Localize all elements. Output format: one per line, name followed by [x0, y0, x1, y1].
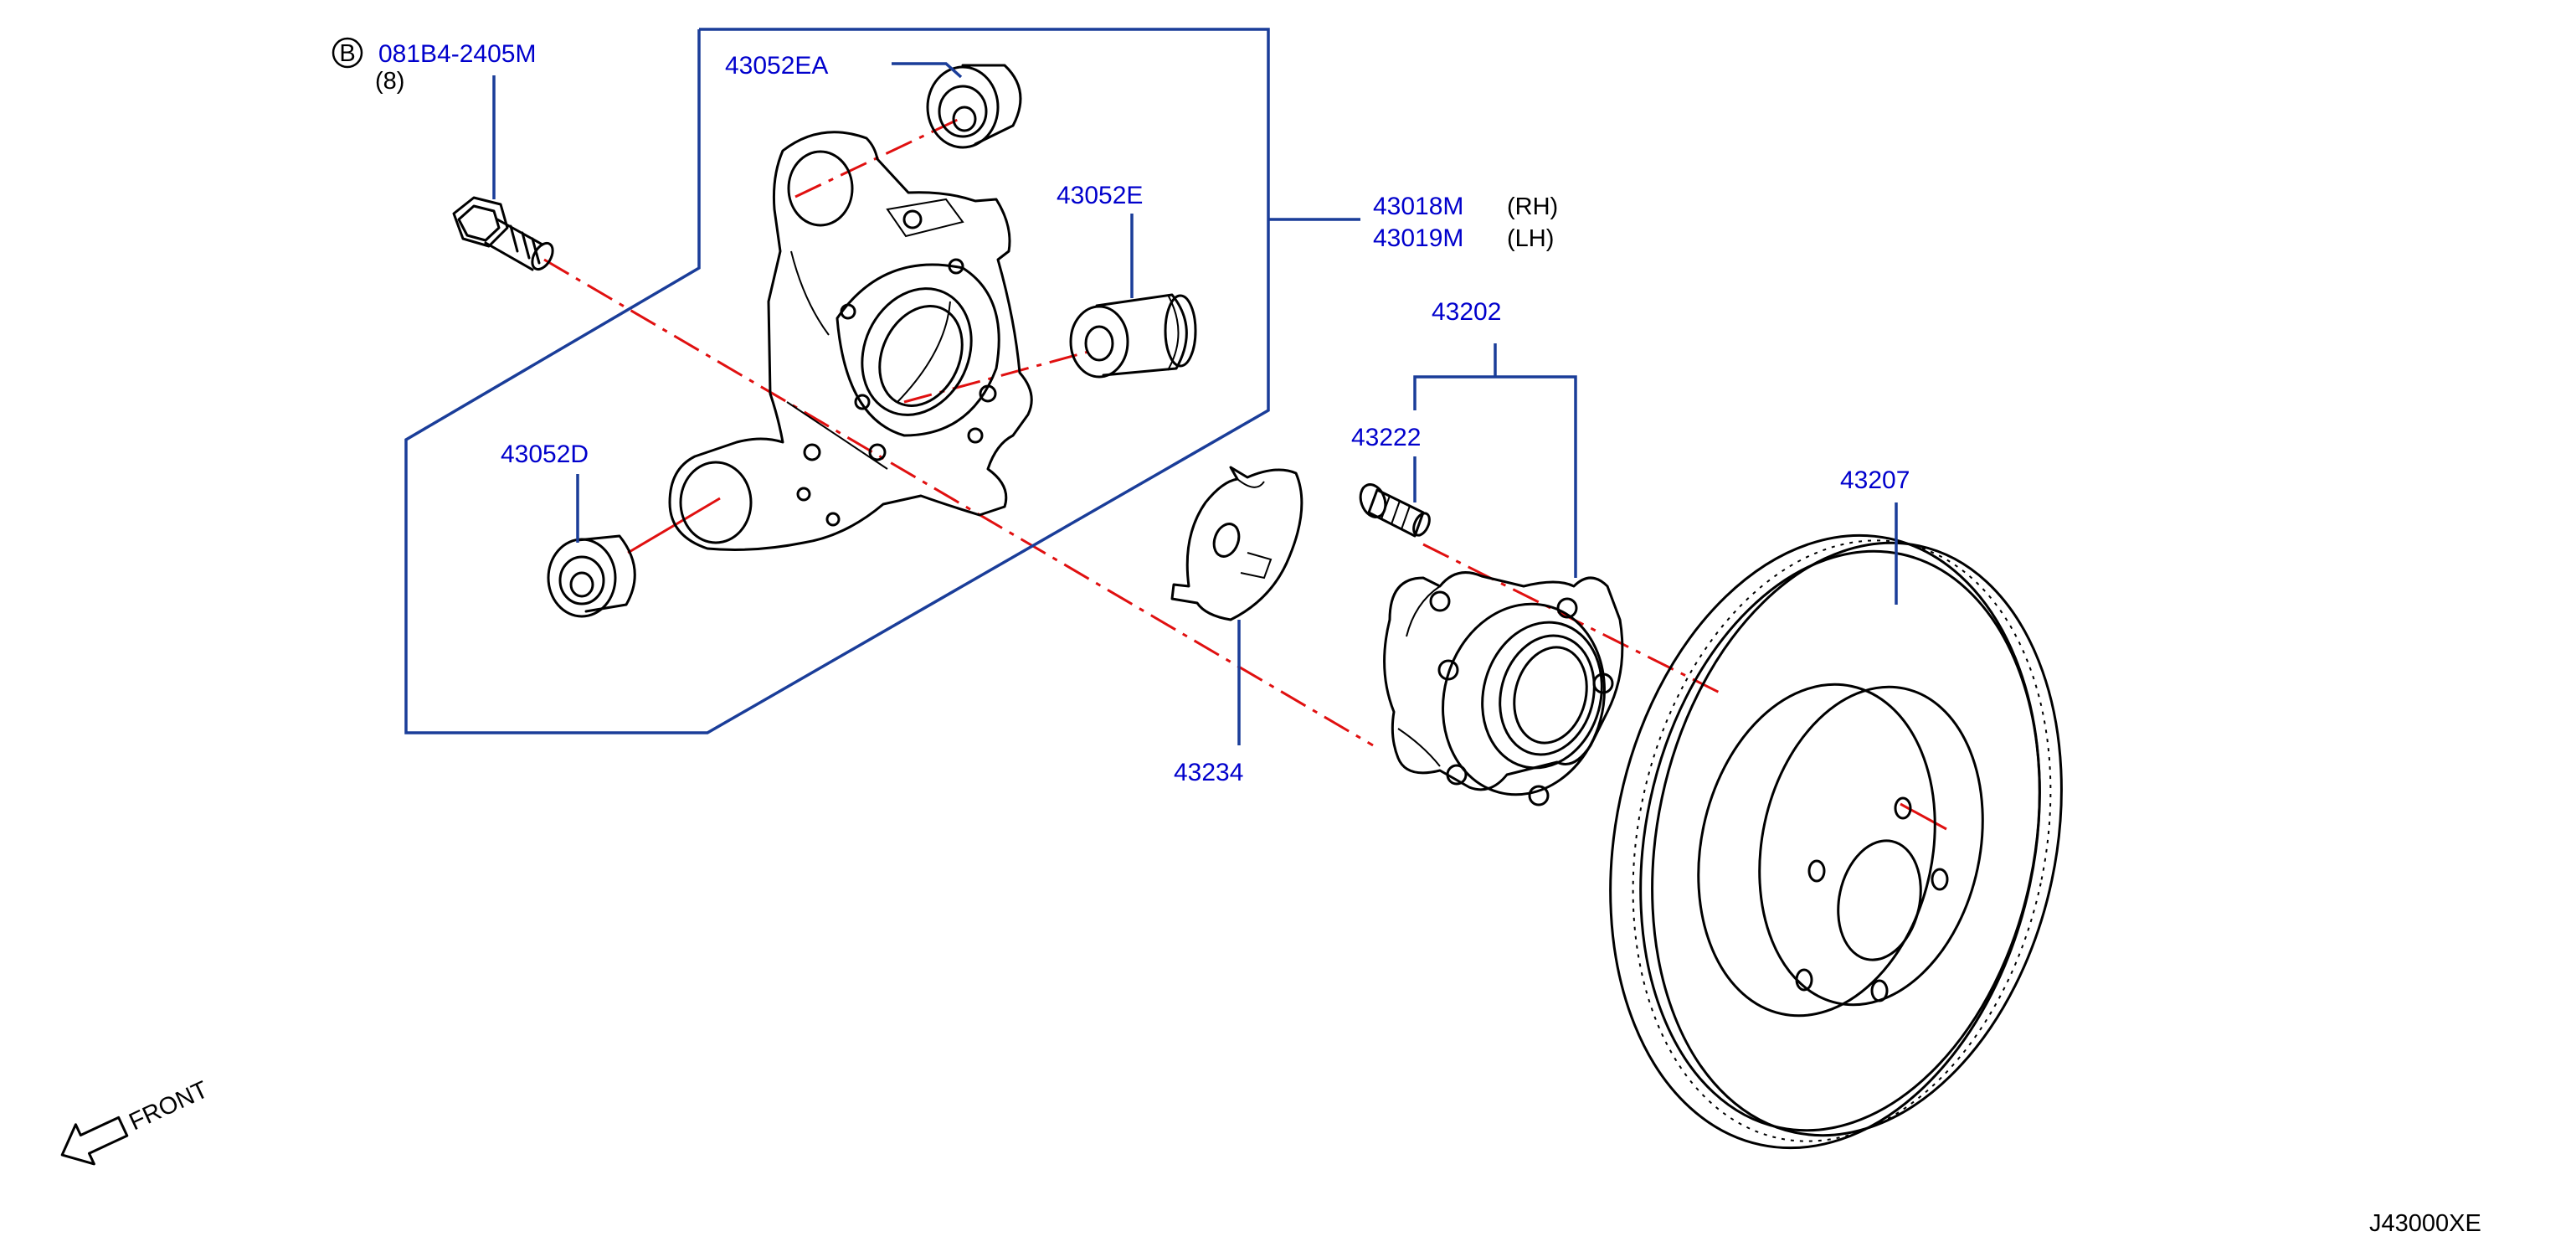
knuckle-rh-side: (RH) — [1507, 193, 1558, 220]
brake-rotor-43207 — [1609, 533, 2063, 1150]
bolt-quantity: (8) — [375, 68, 404, 95]
bolt-badge-circle — [332, 37, 363, 69]
main-axis-line — [543, 258, 1374, 747]
side-bushing-axis-line — [903, 350, 1089, 404]
knuckle-rh-part-number: 43018M — [1373, 193, 1463, 220]
hub-bolt-43222 — [1359, 483, 1431, 538]
hub-assy-part-number: 43202 — [1432, 298, 1501, 326]
baffle-plate-43234 — [1170, 466, 1303, 621]
bushing-d-part-number: 43052D — [501, 441, 589, 468]
knuckle-lh-part-number: 43019M — [1373, 224, 1463, 252]
bushing-e-part-number: 43052E — [1057, 182, 1143, 209]
hub-assy-bracket — [1413, 375, 1577, 578]
bushing-43052ea — [926, 64, 1022, 149]
knuckle-group-bracket — [404, 28, 1270, 734]
lower-bushing-axis-line — [627, 497, 721, 554]
hub-bolt-part-number: 43222 — [1351, 424, 1421, 451]
steering-knuckle — [668, 131, 1033, 551]
bushing-ea-part-number: 43052EA — [725, 52, 828, 80]
upper-bushing-axis-line — [794, 116, 964, 198]
front-arrow — [60, 1116, 129, 1166]
diagram-code: J43000XE — [2369, 1210, 2481, 1237]
front-arrow-icon — [60, 1116, 129, 1166]
knuckle-lh-side: (LH) — [1507, 225, 1554, 252]
baffle-part-number: 43234 — [1174, 759, 1243, 786]
rotor-part-number: 43207 — [1840, 466, 1910, 494]
front-label: FRONT — [125, 1076, 212, 1136]
bushing-43052d — [547, 534, 636, 618]
rotor-stud-axis-line — [1900, 802, 1947, 831]
center-lines — [543, 116, 1947, 831]
bushing-43052e — [1069, 293, 1197, 379]
wheel-hub-43202 — [1383, 571, 1624, 806]
bushing-ea-leader — [892, 62, 963, 79]
bolt-badge: B — [339, 40, 355, 67]
bolt-part-number: 081B4-2405M — [378, 40, 536, 68]
knuckle-bolt — [452, 196, 554, 271]
